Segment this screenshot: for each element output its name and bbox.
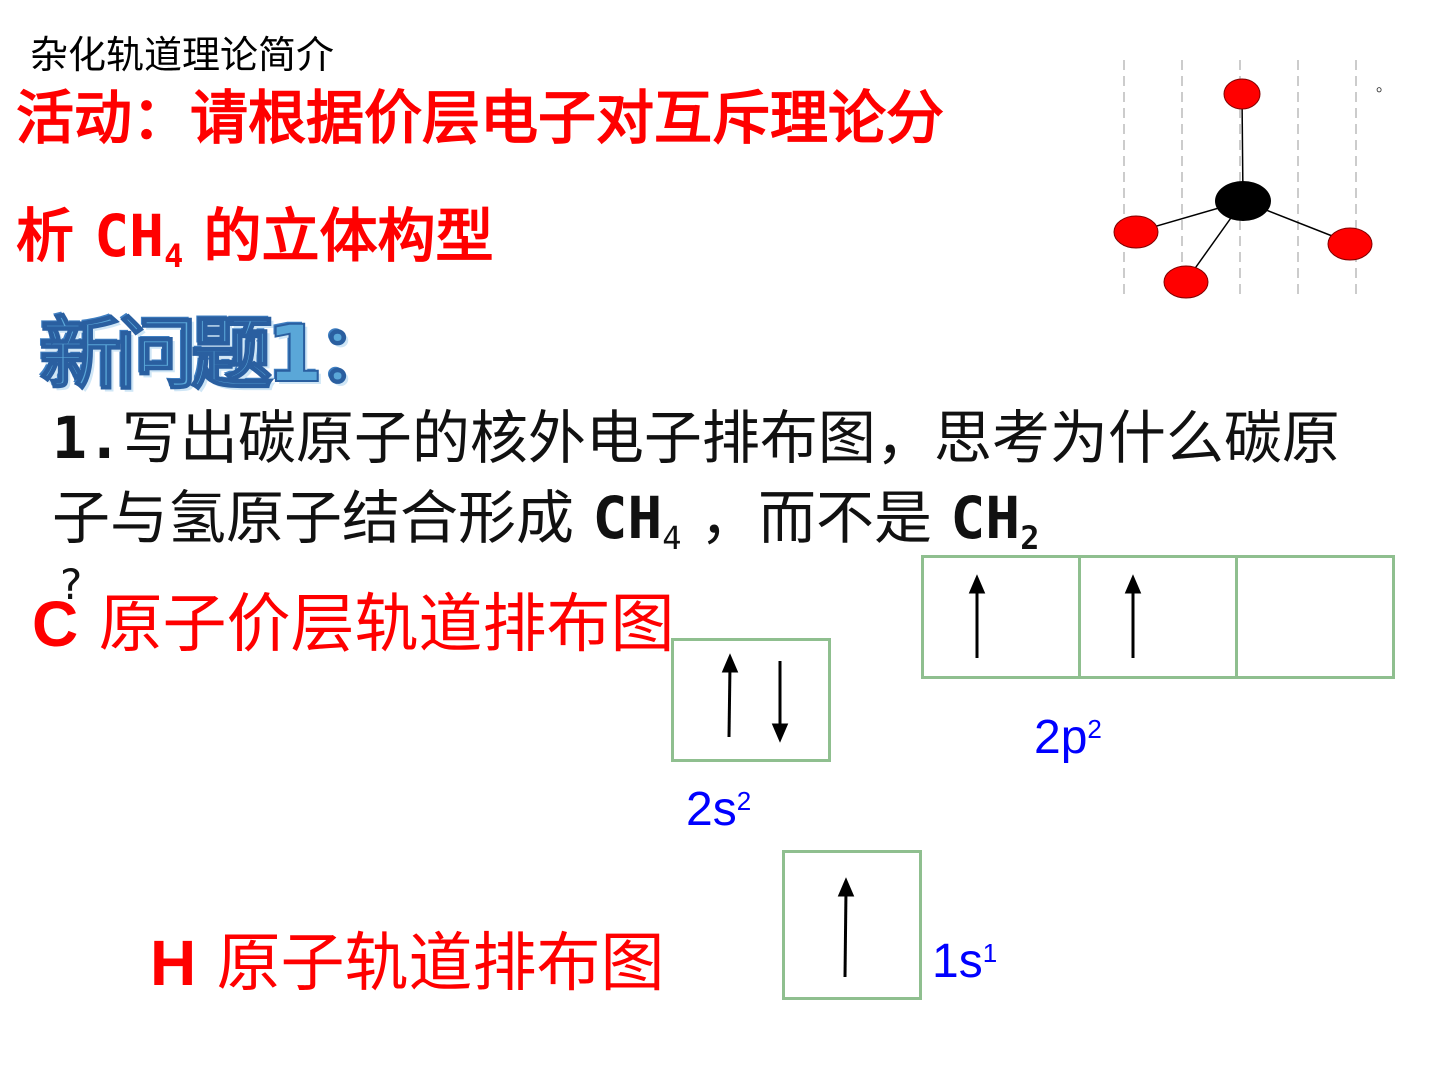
carbon-orbital-label: C 原子价层轨道排布图 [32,585,692,664]
orbital-label-2s: 2s2 [686,782,751,837]
electron-arrow-1s [837,877,855,978]
question-end-mark: ? [60,560,83,609]
activity-line-1: 活动：请根据价层电子对互斥理论分 [16,84,945,152]
carbon-atom [1215,181,1271,221]
up-arrow-icon [721,653,739,673]
orbital-base: 2p [1034,711,1088,764]
formula-base: CH [950,484,1021,552]
formula-base: CH [592,484,663,552]
hydrogen-atom-top [1223,78,1261,110]
electron-arrow-2p-1 [968,574,986,658]
orbital-label-1s: 1s1 [932,934,997,989]
hydrogen-symbol: H [150,927,197,999]
orbital-base: 1s [932,935,983,988]
orbital-label-2p: 2p2 [1034,710,1102,765]
hydrogen-atom-bottom [1163,265,1209,299]
new-question-heading: 新问题1： [39,309,401,401]
activity-line-2: 析 CH4 的立体构型 [16,204,493,277]
hydrogen-label-text: 原子轨道排布图 [216,927,665,1001]
orbital-2p-cell-empty [1235,555,1395,679]
activity-prefix: 析 [16,202,75,270]
question-number: 1. [52,404,122,472]
carbon-symbol: C [32,588,79,660]
small-mark: 。 [1376,76,1393,95]
orbital-base: 2s [686,783,737,836]
question-body: 写出碳原子的核外电子排布图，思考为什么碳原子与氢原子结合形成 [52,404,1340,552]
up-arrow-icon [968,574,986,594]
down-arrow-icon [771,723,789,743]
orbital-sup: 2 [1087,714,1102,744]
formula-sub: 2 [1020,519,1040,558]
question-formula-2: CH2 [950,484,1039,557]
electron-arrows-2s [721,653,789,743]
hydrogen-atom-left [1113,215,1159,249]
orbital-box-2s [671,638,831,762]
activity-suffix: 的立体构型 [203,202,494,270]
formula-sub: 4 [662,519,682,558]
formula-base: CH [94,202,165,270]
activity-formula: CH4 [94,202,183,275]
up-arrow-icon [1124,574,1142,594]
electron-arrow-2p-2 [1124,574,1142,658]
orbital-2p-cell [921,555,1081,679]
orbital-box-1s [782,850,922,1000]
question-text: 1.写出碳原子的核外电子排布图，思考为什么碳原子与氢原子结合形成 CH4 ，而不… [52,398,1352,567]
orbital-box-2p [921,555,1398,679]
orbital-sup: 1 [982,938,998,968]
hydrogen-atom-right [1327,227,1373,261]
methane-model [1113,60,1373,300]
slide-top-title: 杂化轨道理论简介 [30,33,335,77]
question-formula-1: CH4 [592,484,681,557]
up-arrow-icon [837,877,855,897]
orbital-sup: 2 [736,786,752,816]
question-middle: ，而不是 [699,484,932,552]
carbon-label-text: 原子价层轨道排布图 [98,588,675,662]
formula-sub: 4 [164,237,184,276]
orbital-2p-cell [1078,555,1238,679]
hydrogen-orbital-label: H 原子轨道排布图 [150,912,665,1004]
